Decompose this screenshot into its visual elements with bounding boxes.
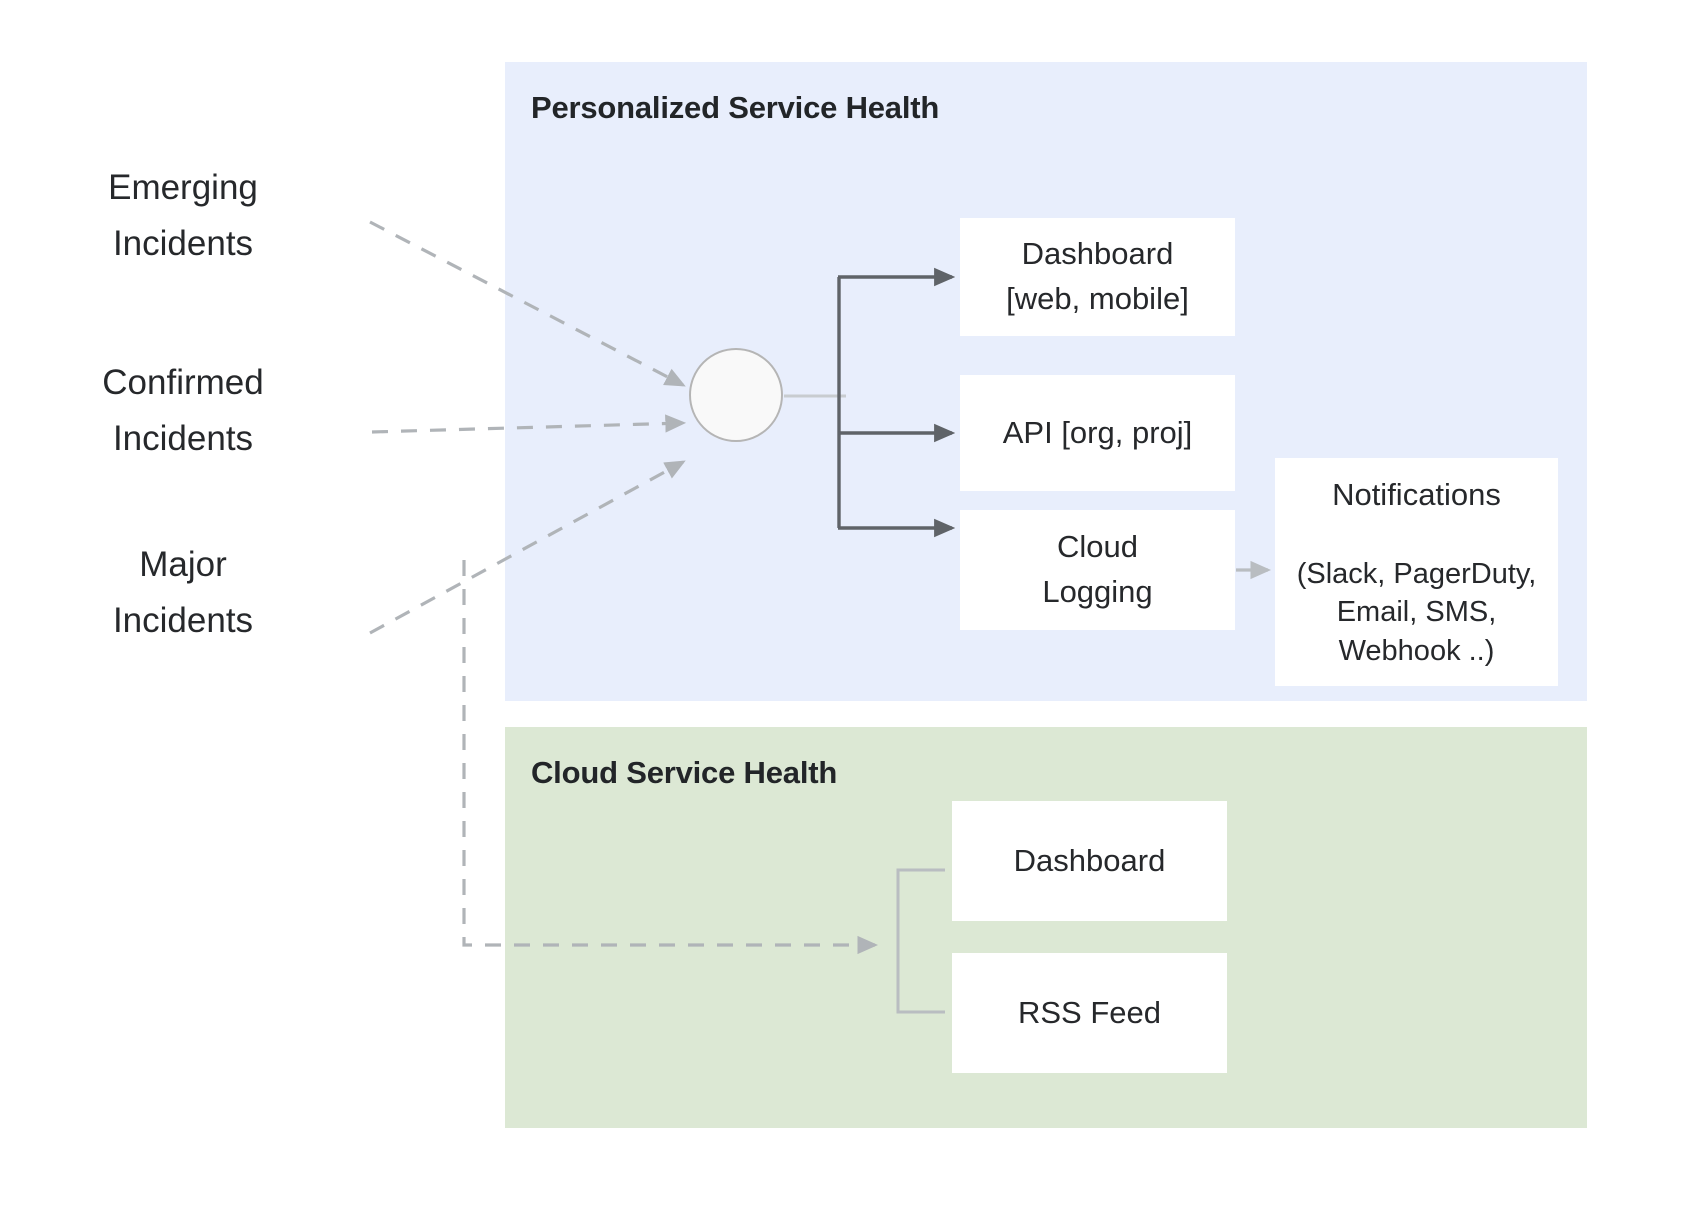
panel-title-cloud-service-health: Cloud Service Health (531, 755, 838, 790)
node-notifications-title: Notifications (1332, 476, 1501, 512)
node-notifications[interactable]: Notifications (Slack, PagerDuty, Email, … (1275, 458, 1558, 686)
node-cloud-logging[interactable]: Cloud Logging (960, 510, 1235, 630)
source-label-emerging-incidents: Emerging Incidents (108, 168, 258, 263)
node-csh-rss-feed[interactable]: RSS Feed (952, 953, 1227, 1073)
node-notifications-channels: (Slack, PagerDuty, Email, SMS, Webhook .… (1296, 557, 1537, 667)
source-label-major-incidents: Major Incidents (112, 545, 254, 640)
node-csh-dashboard[interactable]: Dashboard (952, 801, 1227, 921)
aggregation-hub-node (689, 348, 783, 442)
node-dashboard-web-mobile[interactable]: Dashboard [web, mobile] (960, 218, 1235, 336)
source-label-confirmed-incidents: Confirmed Incidents (102, 363, 264, 458)
panel-title-personalized-service-health: Personalized Service Health (531, 90, 940, 125)
node-api-org-proj[interactable]: API [org, proj] (960, 375, 1235, 491)
